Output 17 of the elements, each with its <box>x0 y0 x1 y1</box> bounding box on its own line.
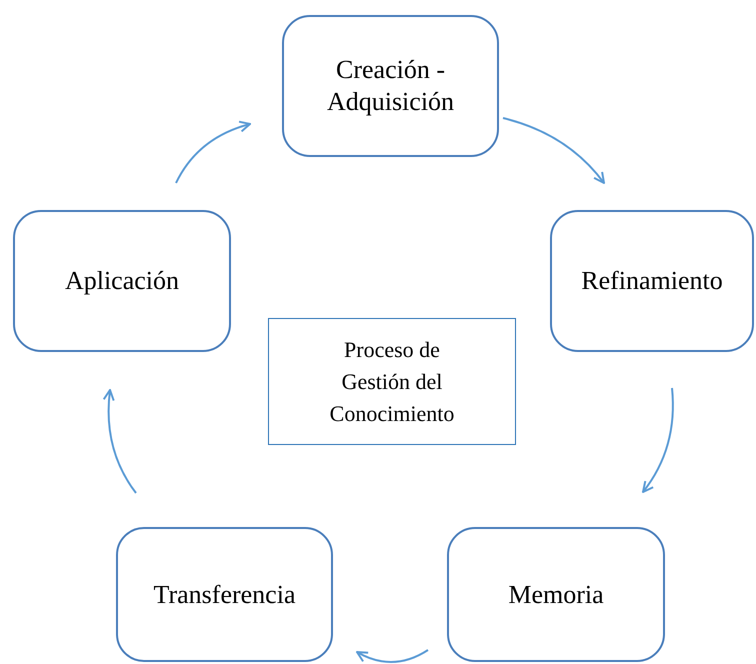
curved-arrow <box>103 389 137 494</box>
curved-arrow <box>356 649 429 663</box>
node-text: Transferencia <box>154 578 296 610</box>
curved-arrow <box>642 388 674 493</box>
node-text: Memoria <box>508 578 604 610</box>
process-box <box>282 15 499 157</box>
node-text: Creación - Adquisición <box>326 54 456 118</box>
node-text: Proceso de Gestión del Conocimiento <box>328 336 456 428</box>
center-label-box <box>268 318 516 445</box>
curved-arrow <box>175 121 251 184</box>
process-box <box>447 527 665 662</box>
node-text: Refinamiento <box>581 265 723 297</box>
process-box <box>550 210 754 352</box>
curved-arrow <box>502 117 605 184</box>
process-box <box>116 527 333 662</box>
node-text: Aplicación <box>64 265 180 297</box>
process-box <box>13 210 231 352</box>
